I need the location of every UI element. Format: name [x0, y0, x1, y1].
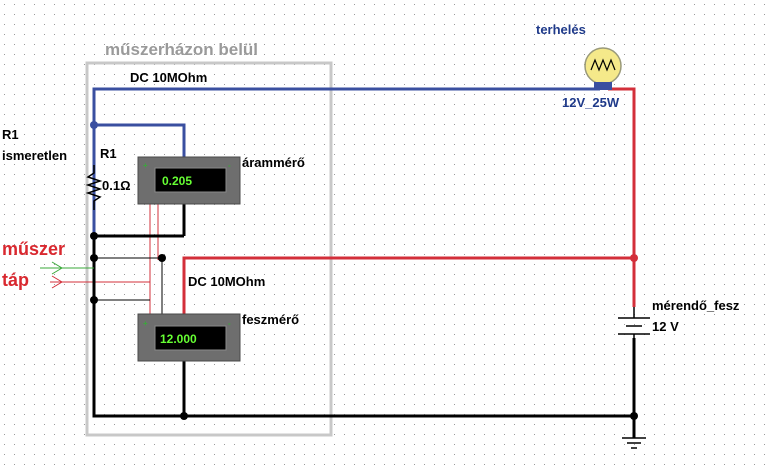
r1-value-label: 0.1Ω — [102, 178, 131, 193]
battery-name-label: mérendő_fesz — [652, 298, 740, 313]
supply-label-line2: táp — [2, 270, 29, 290]
battery-value-label: 12 V — [652, 319, 679, 334]
svg-text:+: + — [143, 319, 148, 328]
ammeter-reading: 0.205 — [162, 174, 192, 188]
arrow-icon — [51, 275, 63, 289]
r1-left-label: R1 — [2, 127, 19, 142]
svg-text:-: - — [228, 161, 231, 170]
enclosure-label: műszerházon belül — [105, 40, 258, 59]
dc-top-label: DC 10MOhm — [130, 70, 207, 85]
ammeter-label: árammérő — [242, 155, 305, 170]
blue-wires — [92, 87, 600, 240]
r1-unknown-label: ismeretlen — [2, 148, 67, 163]
load-label: terhelés — [536, 22, 586, 37]
enclosure-box — [85, 61, 333, 437]
supply-label-line1: műszer — [2, 239, 65, 259]
black-thin-wires — [94, 257, 163, 319]
svg-text:+: + — [143, 161, 148, 170]
voltmeter-reading: 12.000 — [160, 332, 197, 346]
ground-icon — [622, 437, 646, 449]
resistor-icon — [85, 165, 103, 210]
red-wires — [182, 87, 636, 319]
junction-dots — [90, 121, 638, 420]
voltmeter-label: feszmérő — [242, 312, 299, 327]
battery-icon — [618, 307, 650, 340]
dc-mid-label: DC 10MOhm — [188, 274, 265, 289]
lamp-rating-label: 12V_25W — [562, 95, 620, 110]
lamp-icon — [584, 47, 622, 90]
svg-text:-: - — [228, 319, 231, 328]
voltmeter: + - — [137, 313, 241, 362]
ammeter: + - — [137, 156, 241, 205]
r1-name-label: R1 — [100, 146, 117, 161]
arrow-icon — [51, 261, 63, 275]
